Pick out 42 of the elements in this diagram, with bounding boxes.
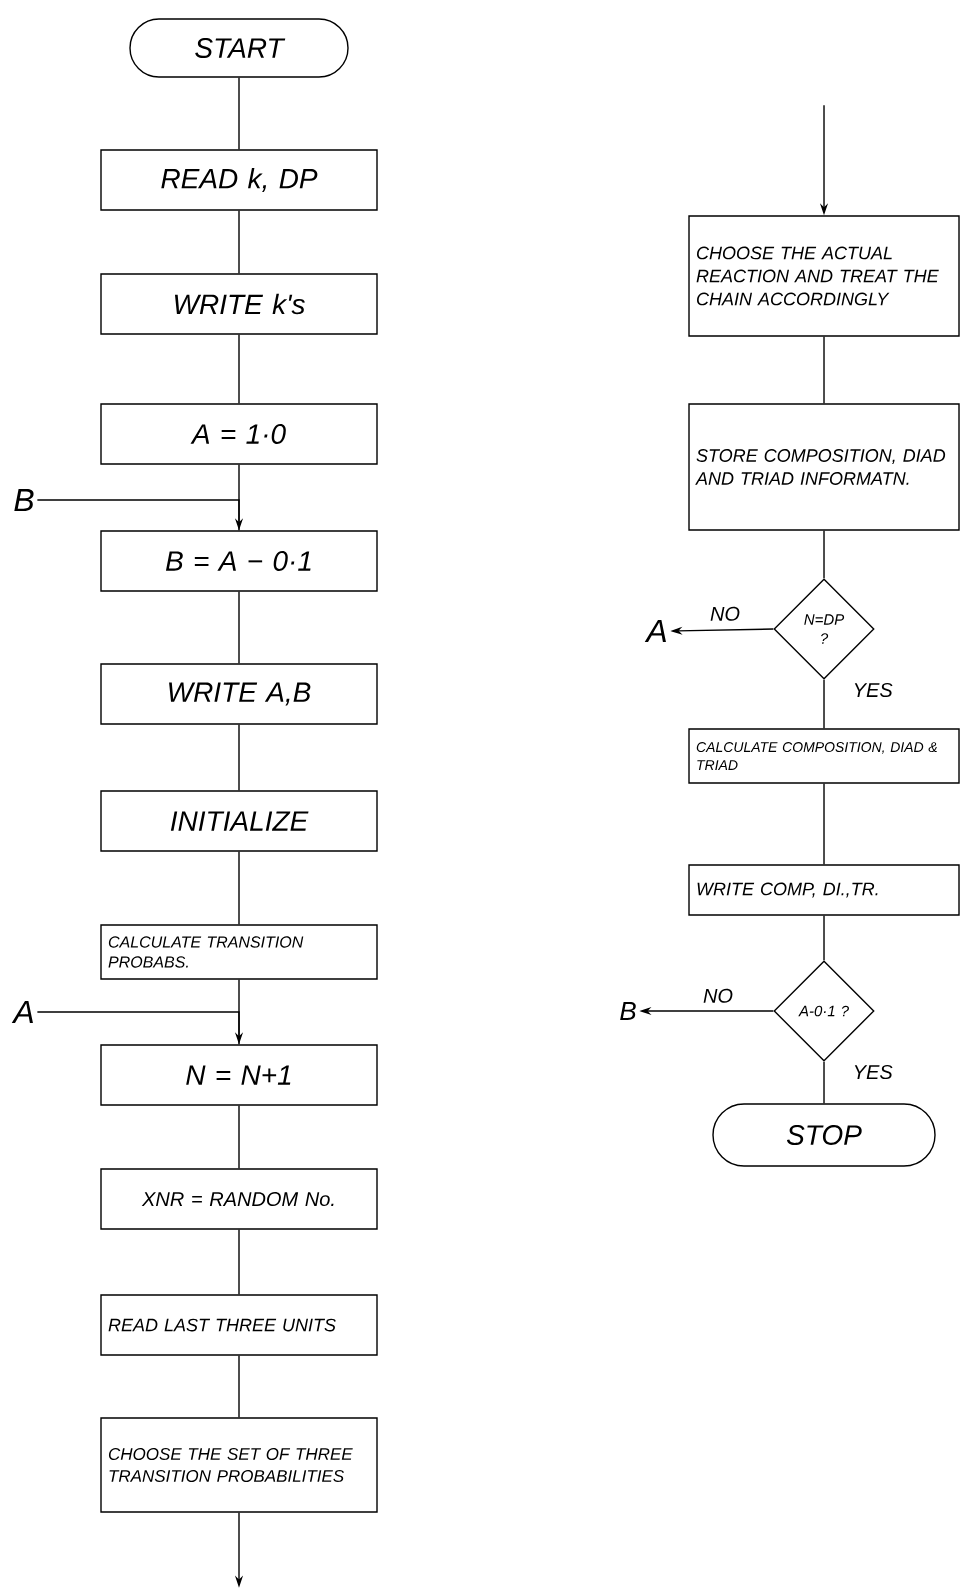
process-box: STORE COMPOSITION, DIAD AND TRIAD INFORMATN. <box>688 403 960 531</box>
process-box: WRITE k's <box>100 273 378 335</box>
connector-line <box>238 77 240 150</box>
terminal-box: START <box>129 18 349 78</box>
connector-line <box>238 334 240 404</box>
connector-line <box>238 724 240 791</box>
process-box: CHOOSE THE ACTUAL REACTION AND TREAT THE CHAIN ACCORDINGLY <box>688 215 960 337</box>
connector-line <box>823 530 825 579</box>
connector-line <box>238 1105 240 1169</box>
connector-line <box>238 851 240 925</box>
connector-label: B <box>14 489 34 511</box>
process-box: WRITE A,B <box>100 663 378 725</box>
connector-line <box>823 1061 825 1104</box>
process-box: B = A − 0·1 <box>100 530 378 592</box>
connector-label: A <box>644 620 666 642</box>
connector-label: B <box>620 1002 636 1020</box>
process-box: WRITE COMP, DI.,TR. <box>688 864 960 916</box>
edge-label: NO <box>710 606 740 621</box>
process-box: CHOOSE THE SET OF THREE TRANSITION PROBABILITIES <box>100 1417 378 1513</box>
connector-line <box>238 591 240 664</box>
process-box: READ LAST THREE UNITS <box>100 1294 378 1356</box>
connector-label: A <box>11 1001 33 1023</box>
connector-line <box>823 336 825 404</box>
edge-label: YES <box>854 1064 893 1080</box>
process-box: CALCULATE TRANSITION PROBABS. <box>100 924 378 980</box>
connector-line <box>238 979 240 1045</box>
terminal-box: STOP <box>712 1103 936 1167</box>
process-box: READ k, DP <box>100 149 378 211</box>
connector-line <box>238 210 240 274</box>
process-box: XNR = RANDOM No. <box>100 1168 378 1230</box>
connector-line <box>823 679 825 729</box>
connector-line <box>238 1355 240 1418</box>
connector-line <box>238 1229 240 1295</box>
connector-line <box>238 464 240 531</box>
connector-line <box>823 783 825 865</box>
process-box: INITIALIZE <box>100 790 378 852</box>
connector-line <box>823 915 825 961</box>
edge-label: NO <box>703 988 733 1003</box>
process-box: A = 1·0 <box>100 403 378 465</box>
process-box: N = N+1 <box>100 1044 378 1106</box>
process-box: CALCULATE COMPOSITION, DIAD & TRIAD <box>688 728 960 784</box>
edge-label: YES <box>854 682 893 698</box>
